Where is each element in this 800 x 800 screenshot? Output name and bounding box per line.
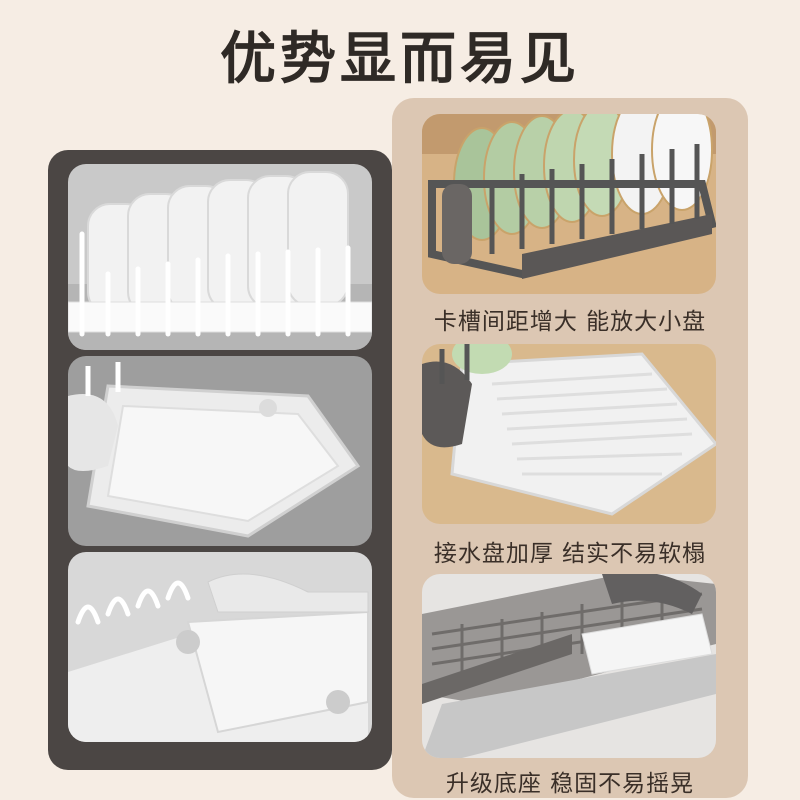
white-rack-plates-photo: [68, 164, 372, 350]
white-drip-tray-photo: [68, 356, 372, 546]
wider-slot-rack-photo: [422, 114, 716, 294]
right-comparison-panel: 卡槽间距增大 能放大小盘 接水盘加厚 结实不易软榻: [392, 98, 748, 798]
upgraded-base-photo: [422, 574, 716, 758]
caption-thick-tray: 接水盘加厚 结实不易软榻: [433, 541, 707, 567]
caption-stable-base: 升级底座 稳固不易摇晃: [445, 771, 695, 797]
page-title: 优势显而易见: [220, 27, 580, 92]
white-rack-base-photo: [68, 552, 372, 742]
thick-drip-tray-photo: [422, 344, 716, 524]
left-comparison-panel: [48, 150, 392, 770]
caption-wider-slots: 卡槽间距增大 能放大小盘: [433, 309, 707, 335]
